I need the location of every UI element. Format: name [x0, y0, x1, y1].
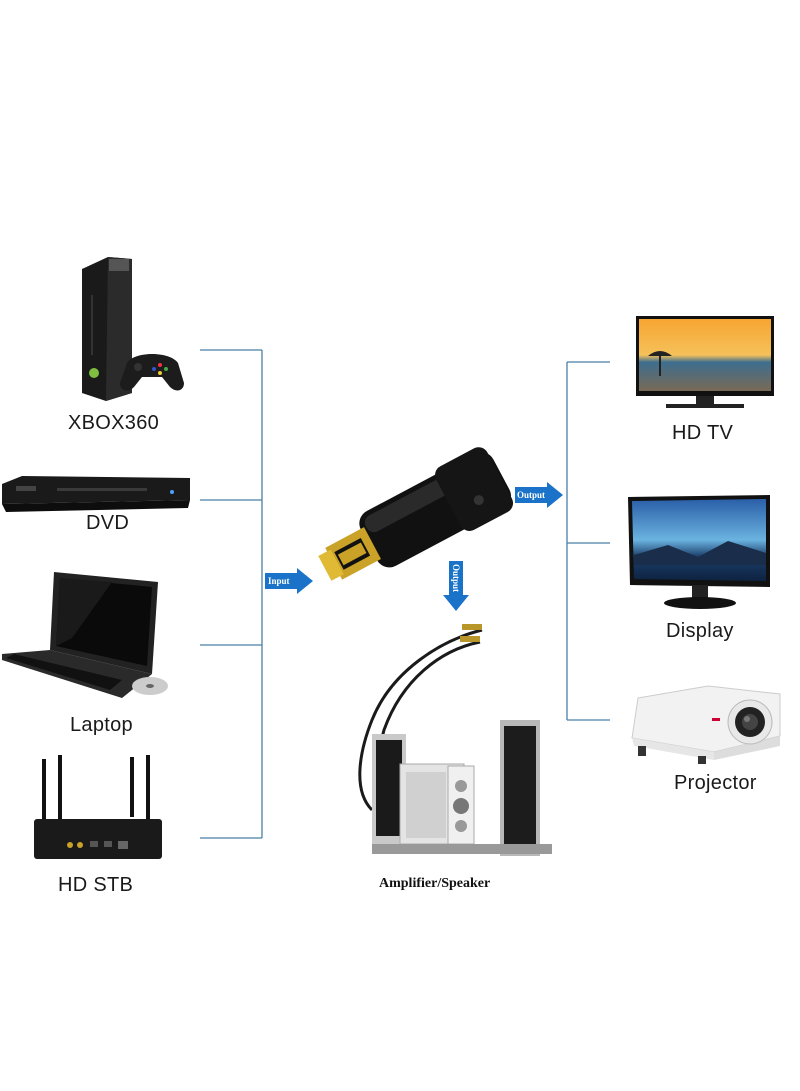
output-label-projector: Projector — [674, 772, 757, 794]
laptop-icon — [2, 572, 168, 698]
output-label-display: Display — [666, 620, 734, 642]
input-label-laptop: Laptop — [70, 714, 133, 736]
tv-icon — [636, 316, 774, 408]
projector-icon — [631, 685, 781, 764]
input-arrow: Input — [265, 568, 313, 594]
input-label-hd-stb: HD STB — [58, 874, 134, 896]
input-label-dvd: DVD — [86, 512, 130, 534]
speaker-icon — [358, 624, 552, 856]
output-arrow-right-label: Output — [517, 490, 545, 500]
monitor-icon — [628, 495, 770, 609]
output-arrow-down-label: Output — [451, 564, 461, 592]
audio-output-label: Amplifier/Speaker — [379, 876, 491, 891]
output-arrow-down: Output — [443, 561, 469, 611]
set-top-box-icon — [34, 755, 162, 859]
output-arrow-right: Output — [515, 482, 563, 508]
hdmi-to-vga-adapter — [318, 447, 514, 581]
input-arrow-label: Input — [268, 576, 290, 586]
output-label-hd-tv: HD TV — [672, 422, 734, 444]
dvd-player-icon — [2, 476, 190, 512]
game-console-icon — [82, 257, 184, 401]
input-label-xbox360: XBOX360 — [68, 412, 160, 434]
